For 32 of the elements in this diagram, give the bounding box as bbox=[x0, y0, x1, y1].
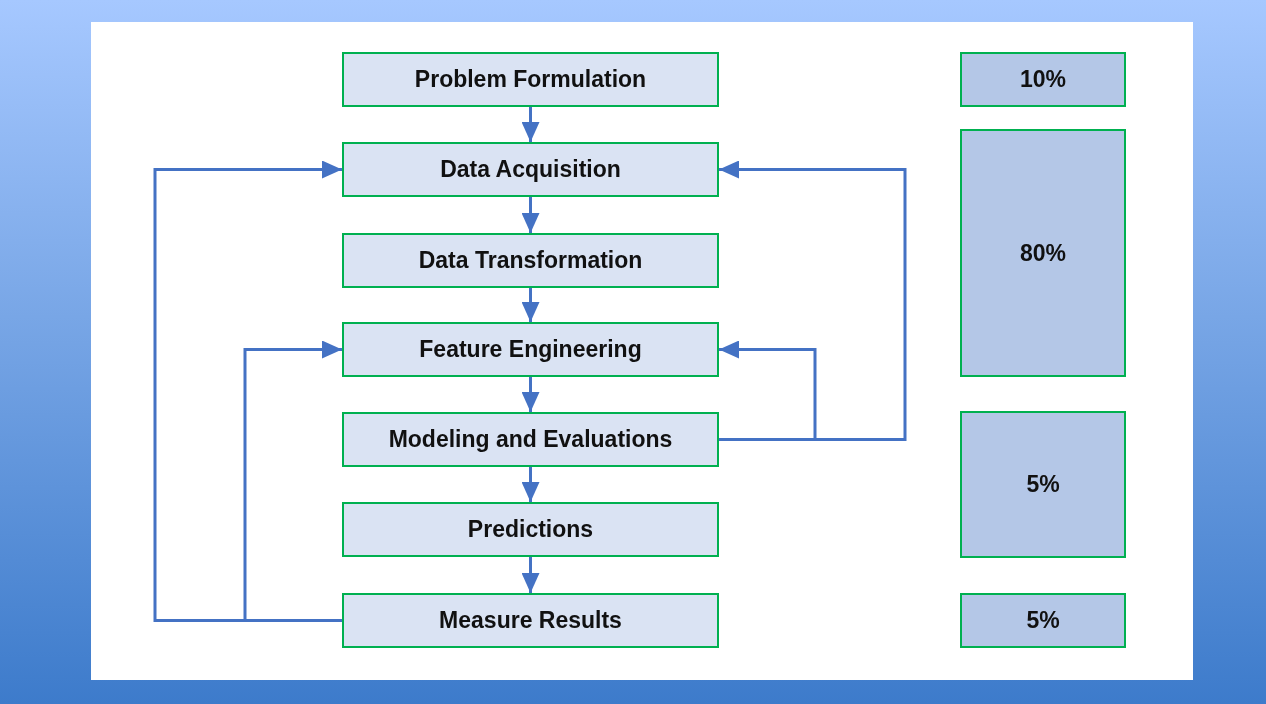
arrow bbox=[521, 197, 540, 233]
process-box bbox=[342, 412, 719, 467]
box-label: Feature Engineering bbox=[419, 336, 642, 363]
percentage-box bbox=[960, 52, 1126, 107]
box-label: Measure Results bbox=[439, 607, 622, 634]
arrow bbox=[521, 467, 540, 502]
arrow bbox=[153, 160, 342, 622]
box-label: Data Acquisition bbox=[440, 156, 621, 183]
arrow bbox=[719, 340, 817, 441]
process-box bbox=[342, 322, 719, 377]
process-box bbox=[342, 142, 719, 197]
arrow bbox=[521, 107, 540, 142]
box-label: Problem Formulation bbox=[414, 66, 647, 93]
percentage-box bbox=[960, 129, 1126, 377]
process-box bbox=[342, 502, 719, 557]
process-box bbox=[342, 52, 719, 107]
percentage-box bbox=[960, 593, 1126, 648]
process-box bbox=[342, 233, 719, 288]
arrow bbox=[521, 377, 540, 412]
box-label: 80% bbox=[1019, 239, 1066, 267]
arrow bbox=[243, 340, 342, 622]
arrow bbox=[521, 288, 540, 322]
box-label: 5% bbox=[1026, 471, 1060, 498]
box-label: Data Transformation bbox=[418, 247, 643, 274]
process-box bbox=[342, 593, 719, 648]
box-label: 5% bbox=[1026, 607, 1060, 634]
box-label: Modeling and Evaluations bbox=[388, 426, 673, 453]
percentage-box bbox=[960, 411, 1126, 558]
arrow bbox=[521, 557, 540, 593]
box-label: Predictions bbox=[467, 516, 594, 543]
arrow bbox=[719, 160, 907, 441]
box-label: 10% bbox=[1019, 66, 1066, 93]
